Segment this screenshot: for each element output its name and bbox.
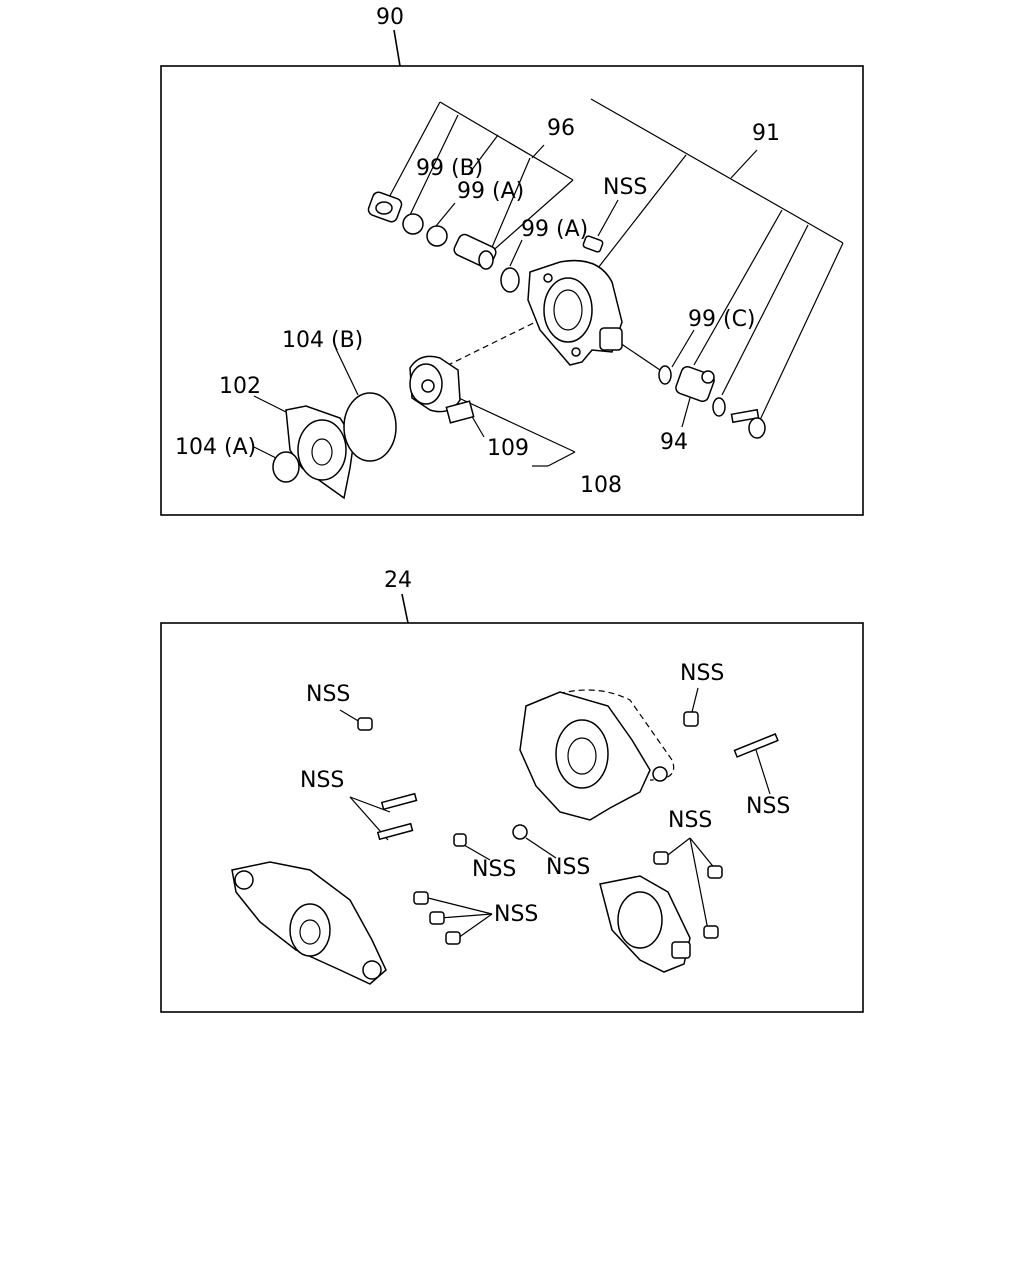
panel-90: 90 bbox=[160, 5, 864, 516]
part-housing-91 bbox=[527, 259, 623, 366]
label-104a: 104 (A) bbox=[175, 435, 256, 460]
label-94: 94 bbox=[660, 430, 688, 455]
part-valve bbox=[453, 233, 497, 270]
part-cap-94 bbox=[675, 365, 715, 403]
label-nss-2: NSS bbox=[680, 661, 724, 686]
part-bolt bbox=[730, 408, 766, 439]
label-nss-6: NSS bbox=[472, 857, 516, 882]
label-nss: NSS bbox=[603, 175, 647, 200]
part-ring-99a bbox=[426, 225, 448, 247]
panel-90-frame bbox=[160, 65, 864, 516]
part-ring-99b bbox=[402, 213, 424, 235]
part-oring-104b bbox=[343, 392, 397, 462]
panel-24-frame bbox=[160, 622, 864, 1013]
label-nss-4: NSS bbox=[746, 794, 790, 819]
label-nss-8: NSS bbox=[494, 902, 538, 927]
part-nss-screw bbox=[582, 235, 604, 253]
part-bracket bbox=[599, 875, 691, 973]
label-96: 96 bbox=[547, 116, 575, 141]
panel-90-ref: 90 bbox=[376, 5, 404, 30]
part-ring-99a-2 bbox=[500, 267, 520, 293]
label-99c: 99 (C) bbox=[688, 307, 756, 332]
part-cover-102 bbox=[285, 405, 355, 500]
label-nss-5: NSS bbox=[668, 808, 712, 833]
panel-24-ref: 24 bbox=[384, 568, 412, 593]
label-nss-1: NSS bbox=[306, 682, 350, 707]
part-vane-109 bbox=[445, 400, 475, 424]
panel-24: 24 bbox=[160, 568, 864, 1013]
part-oring-104a bbox=[272, 451, 300, 483]
part-rotor-108 bbox=[409, 355, 461, 413]
label-nss-3: NSS bbox=[300, 768, 344, 793]
label-nss-7: NSS bbox=[546, 855, 590, 880]
label-109: 109 bbox=[487, 436, 529, 461]
part-ring-99c bbox=[658, 365, 672, 385]
part-housing-front bbox=[519, 689, 675, 821]
part-ring-small bbox=[712, 397, 726, 417]
label-99b: 99 (B) bbox=[416, 156, 483, 181]
label-108: 108 bbox=[580, 473, 622, 498]
part-cover-rear bbox=[231, 861, 387, 985]
label-104b: 104 (B) bbox=[282, 328, 363, 353]
label-102: 102 bbox=[219, 374, 261, 399]
fasteners-24 bbox=[357, 711, 779, 945]
part-plug-99b bbox=[367, 191, 403, 223]
label-91: 91 bbox=[752, 121, 780, 146]
label-99a-2: 99 (A) bbox=[521, 217, 588, 242]
label-99a-1: 99 (A) bbox=[457, 179, 524, 204]
